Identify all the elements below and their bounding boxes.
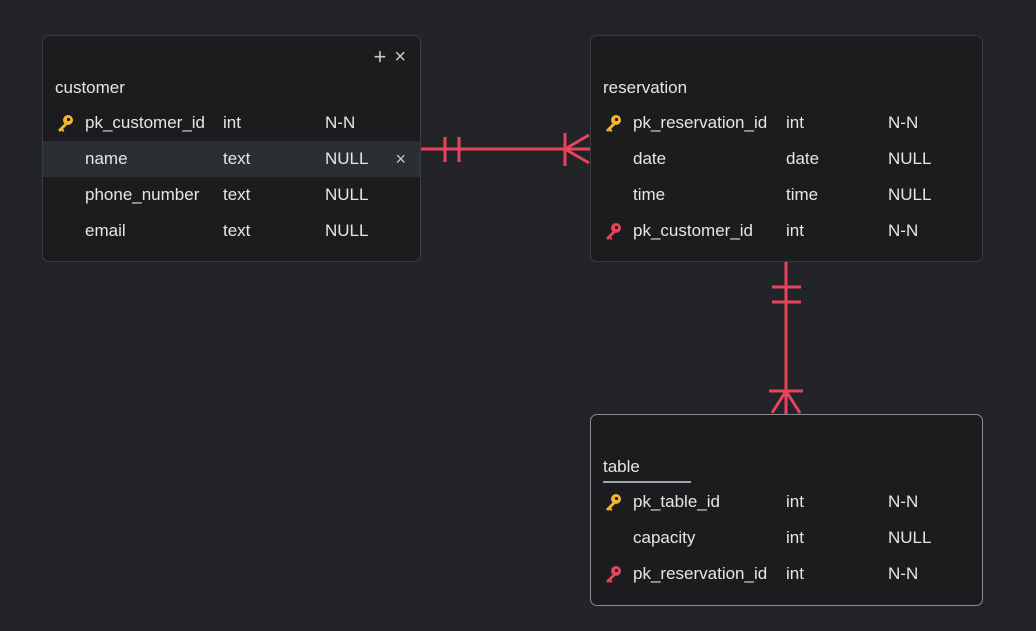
entity-customer[interactable]: + × customer pk_customer_id int N-N name tex… <box>42 35 421 262</box>
column-type: int <box>786 564 804 583</box>
column-row[interactable]: email text NULL <box>43 213 420 249</box>
column-name: name <box>85 149 128 168</box>
delete-column-button[interactable]: × <box>395 149 406 169</box>
foreign-key-icon <box>603 564 623 584</box>
column-name: time <box>633 185 666 204</box>
column-type: int <box>786 492 804 511</box>
column-type: int <box>786 221 804 240</box>
add-column-button[interactable]: + <box>373 44 387 69</box>
column-name: capacity <box>633 528 696 547</box>
entity-title[interactable]: table <box>603 457 691 483</box>
column-type: int <box>786 528 804 547</box>
column-row[interactable]: pk_table_id int N-N <box>591 484 982 520</box>
entity-title[interactable]: customer <box>55 78 125 97</box>
column-type: text <box>223 185 251 204</box>
column-name: pk_customer_id <box>633 221 754 240</box>
column-type: date <box>786 149 820 168</box>
column-type: int <box>223 113 241 132</box>
column-type: int <box>786 113 804 132</box>
relationship-customer-reservation[interactable] <box>421 133 590 166</box>
column-row[interactable]: name text NULL × <box>43 141 420 177</box>
column-row[interactable]: time time NULL <box>591 177 982 213</box>
column-nullable: NULL <box>325 221 369 240</box>
column-nullable: N-N <box>888 564 919 583</box>
column-name: phone_number <box>85 185 200 204</box>
column-row[interactable]: pk_customer_id int N-N <box>591 213 982 249</box>
column-nullable: NULL <box>325 149 369 168</box>
column-nullable: NULL <box>325 185 369 204</box>
foreign-key-icon <box>603 221 623 241</box>
column-row[interactable]: pk_reservation_id int N-N <box>591 105 982 141</box>
column-name: pk_reservation_id <box>633 564 768 583</box>
key-icon <box>603 113 623 133</box>
relationship-reservation-table[interactable] <box>769 262 803 414</box>
column-nullable: N-N <box>888 221 919 240</box>
close-entity-button[interactable]: × <box>394 46 406 68</box>
column-nullable: NULL <box>888 528 932 547</box>
column-type: text <box>223 149 251 168</box>
column-nullable: NULL <box>888 185 932 204</box>
column-row[interactable]: date date NULL <box>591 141 982 177</box>
column-name: email <box>85 221 126 240</box>
column-nullable: N-N <box>888 113 919 132</box>
column-row[interactable]: capacity int NULL <box>591 520 982 556</box>
column-row[interactable]: pk_reservation_id int N-N <box>591 556 982 592</box>
column-nullable: N-N <box>888 492 919 511</box>
column-name: date <box>633 149 667 168</box>
entity-actions: + × <box>373 44 406 69</box>
column-type: text <box>223 221 251 240</box>
key-icon <box>603 492 623 512</box>
column-nullable: NULL <box>888 149 932 168</box>
column-row[interactable]: pk_customer_id int N-N <box>43 105 420 141</box>
column-row[interactable]: phone_number text NULL <box>43 177 420 213</box>
column-name: pk_customer_id <box>85 113 206 132</box>
column-name: pk_table_id <box>633 492 720 511</box>
entity-title[interactable]: reservation <box>603 78 688 97</box>
key-icon <box>55 113 75 133</box>
column-nullable: N-N <box>325 113 356 132</box>
column-type: time <box>786 185 819 204</box>
column-name: pk_reservation_id <box>633 113 768 132</box>
